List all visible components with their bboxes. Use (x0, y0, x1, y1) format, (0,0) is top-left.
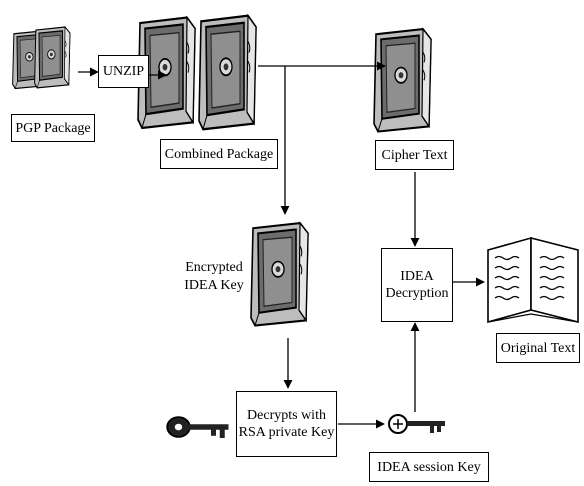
cipher-text-label: Cipher Text (375, 140, 454, 170)
original-text-label: Original Text (496, 333, 580, 363)
session-key-icon (389, 415, 445, 433)
combined-package-icon (138, 16, 256, 130)
idea-decryption-label: IDEA Decryption (381, 248, 453, 322)
pgp-package-icon (13, 27, 70, 88)
encrypted-idea-key-label: Encrypted IDEA Key (176, 259, 252, 295)
idea-session-key-label: IDEA session Key (369, 452, 489, 482)
encrypted-key-safe-icon (251, 223, 308, 325)
open-book-icon (488, 238, 578, 322)
private-key-icon (167, 417, 228, 438)
pgp-package-label: PGP Package (11, 114, 95, 142)
unzip-label: UNZIP (98, 55, 149, 88)
rsa-decrypt-label: Decrypts with RSA private Key (236, 391, 337, 457)
cipher-text-icon (374, 29, 431, 131)
combined-package-label: Combined Package (160, 139, 278, 169)
